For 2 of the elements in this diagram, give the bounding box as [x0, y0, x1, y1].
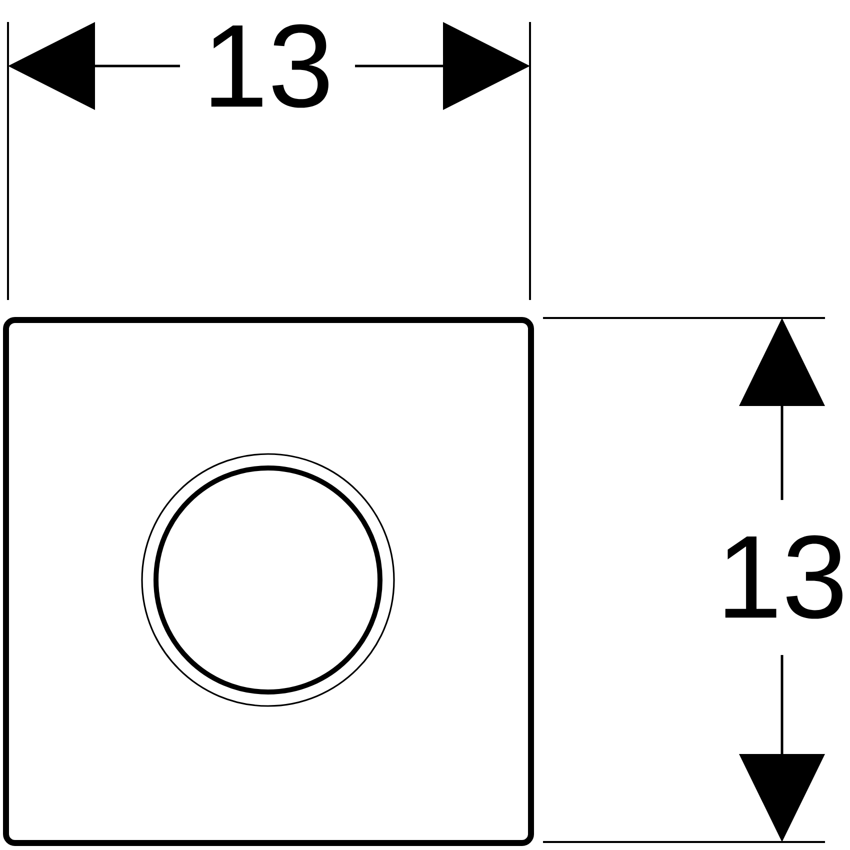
dimension-label: 13: [211, 24, 328, 108]
dimension-label: 13: [725, 535, 842, 619]
